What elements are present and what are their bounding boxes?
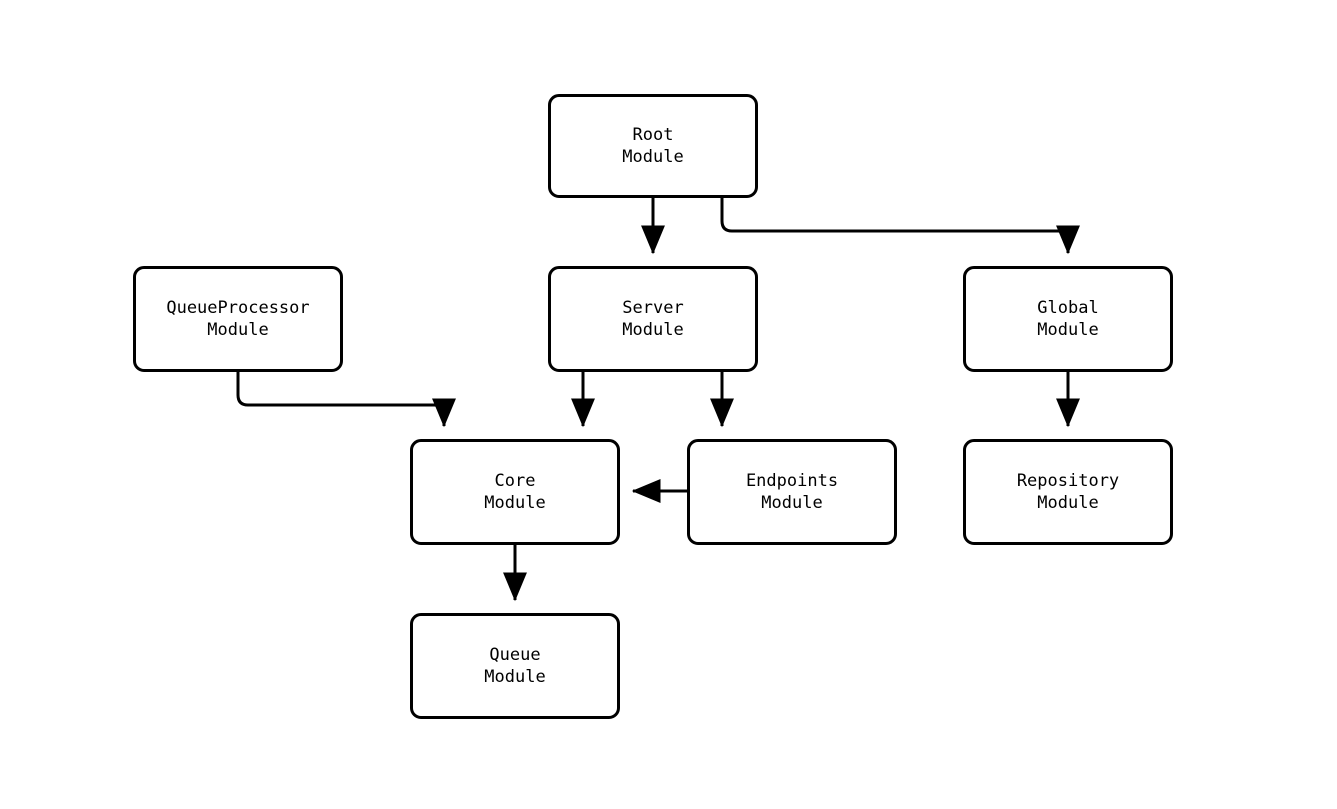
node-label-primary: Server — [622, 298, 684, 318]
node-label-primary: QueueProcessor — [166, 298, 310, 318]
edge-queueprocessor-to-core — [236, 372, 456, 428]
node-label-primary: Endpoints — [745, 471, 839, 491]
node-queueprocessor-module[interactable]: QueueProcessor Module — [133, 266, 343, 372]
node-label-secondary: Module — [1037, 493, 1099, 513]
node-label-secondary: Module — [622, 320, 684, 340]
node-label-secondary: Module — [484, 667, 546, 687]
node-label-primary: Queue — [489, 645, 541, 665]
node-label-primary: Global — [1037, 298, 1099, 318]
edge-group — [236, 198, 1080, 602]
node-label-secondary: Module — [484, 493, 546, 513]
edge-root-to-global — [720, 198, 1080, 255]
node-repository-module[interactable]: Repository Module — [963, 439, 1173, 545]
node-label-primary: Repository — [1016, 471, 1120, 491]
node-queue-module[interactable]: Queue Module — [410, 613, 620, 719]
node-label-secondary: Module — [761, 493, 823, 513]
node-label-primary: Core — [494, 471, 536, 491]
node-root-module[interactable]: Root Module — [548, 94, 758, 198]
node-endpoints-module[interactable]: Endpoints Module — [687, 439, 897, 545]
node-server-module[interactable]: Server Module — [548, 266, 758, 372]
node-core-module[interactable]: Core Module — [410, 439, 620, 545]
node-label-primary: Root — [632, 125, 674, 145]
node-global-module[interactable]: Global Module — [963, 266, 1173, 372]
node-label-secondary: Module — [1037, 320, 1099, 340]
node-label-secondary: Module — [622, 147, 684, 167]
node-label-secondary: Module — [207, 320, 269, 340]
